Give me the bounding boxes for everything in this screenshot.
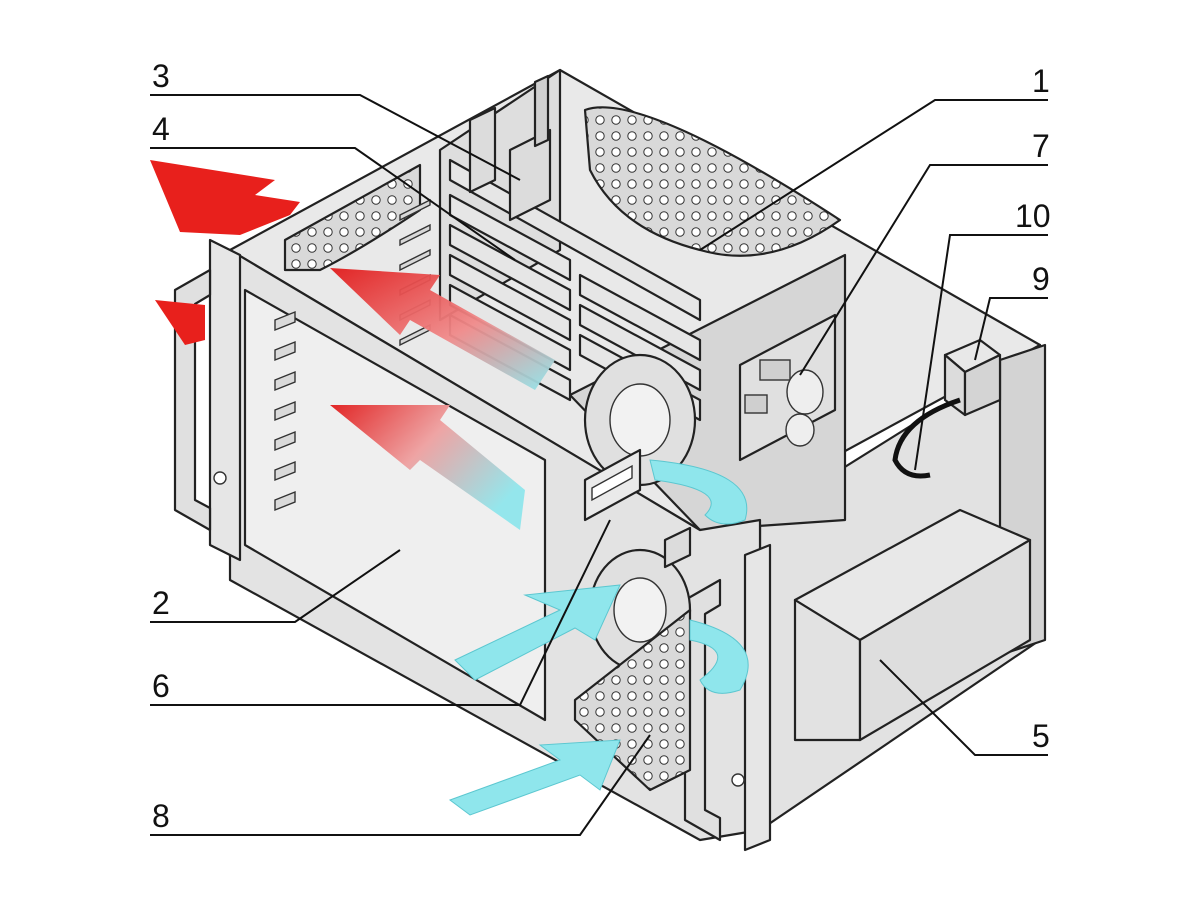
hot-air-arrow-exhaust-side [155, 300, 205, 345]
callout-3: 3 [152, 58, 170, 94]
circuit-board [738, 313, 837, 462]
hot-air-arrow-upper [330, 268, 555, 390]
hot-air-arrow-lower [330, 405, 525, 530]
callout-5: 5 [1032, 718, 1050, 754]
top-vent-perforated [583, 106, 842, 257]
cool-air-arrow-fan-loop-upper [649, 459, 748, 525]
left-rack-handle [173, 238, 242, 562]
callout-9: 9 [1032, 261, 1050, 297]
cool-air-arrow-middle [454, 584, 621, 681]
fan-upper [583, 353, 697, 487]
callout-8: 8 [152, 798, 170, 834]
cool-air-arrows [448, 459, 749, 816]
control-panel [583, 448, 692, 569]
callout-labels: 1 7 10 9 3 4 2 6 8 5 [152, 58, 1051, 834]
cool-air-arrow-bottom [448, 739, 621, 816]
callout-leaders [150, 94, 1048, 836]
power-cable [892, 397, 961, 479]
callout-7: 7 [1032, 128, 1050, 164]
callout-1: 1 [1032, 63, 1050, 99]
card-retainer [468, 74, 552, 222]
cool-air-arrow-fan-loop [689, 619, 749, 694]
callout-2: 2 [152, 585, 170, 621]
hot-air-arrows [150, 160, 555, 530]
power-supply [793, 508, 1032, 742]
right-rack-handle [683, 543, 772, 852]
hot-air-arrow-exhaust-top [150, 160, 300, 235]
callout-6: 6 [152, 668, 170, 704]
callout-10: 10 [1015, 198, 1051, 234]
callout-4: 4 [152, 111, 170, 147]
